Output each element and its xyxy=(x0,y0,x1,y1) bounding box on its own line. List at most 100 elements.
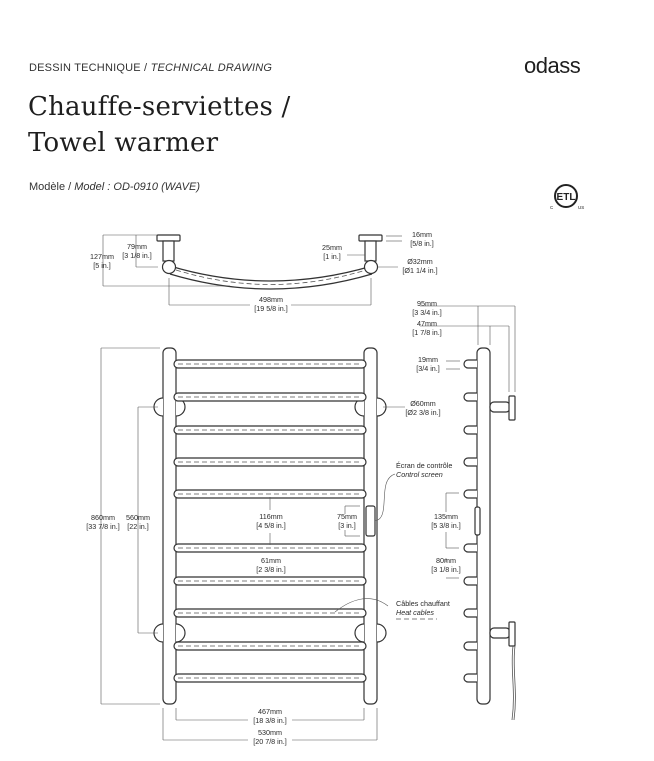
side-bar-gap-in: [3 1/8 in.] xyxy=(431,565,461,574)
model-label-en: Model : OD-0910 (WAVE) xyxy=(74,181,200,193)
etl-certification-icon: ETL C US xyxy=(550,184,584,210)
page-title: Chauffe-serviettes / Towel warmer xyxy=(28,89,291,161)
bar-gap-large-in: [4 5/8 in.] xyxy=(256,521,286,530)
tube-diameter-mm: Ø32mm xyxy=(407,257,433,266)
svg-text:US: US xyxy=(578,205,584,210)
top-left-flange xyxy=(156,234,181,242)
brand-logo: odass xyxy=(524,53,581,79)
towel-bar xyxy=(173,673,367,683)
wave-bar-inner xyxy=(169,273,373,290)
top-offset-in: [3 1/8 in.] xyxy=(122,251,152,260)
control-callout-leader xyxy=(374,473,396,522)
towel-bar xyxy=(173,359,367,369)
side-depth-in: [3 3/4 in.] xyxy=(412,308,442,317)
side-view: 95mm [3 3/4 in.] 47mm [1 7/8 in.] 19mm [… xyxy=(412,299,516,721)
left-rail xyxy=(162,347,177,705)
rail-offset-in: [1 7/8 in.] xyxy=(412,328,442,337)
span-in: [19 5/8 in.] xyxy=(254,304,288,313)
top-right-tube xyxy=(363,259,379,275)
side-control-screen xyxy=(474,506,481,536)
top-left-standoff xyxy=(162,240,175,262)
model-label-fr: Modèle / xyxy=(29,181,72,193)
control-screen xyxy=(365,505,376,537)
towel-bar xyxy=(173,576,367,586)
wave-bar-cable xyxy=(175,269,367,285)
flange-in: [5/8 in.] xyxy=(410,239,434,248)
mount-diameter-in: [Ø2 3/8 in.] xyxy=(405,408,440,417)
drawing-type-en: TECHNICAL DRAWING xyxy=(150,62,273,74)
side-bar-stub xyxy=(463,673,477,683)
towel-bar xyxy=(173,641,367,651)
towel-bar xyxy=(173,425,367,435)
standoff-mm: 25mm xyxy=(322,243,342,252)
side-bar-gap-mm: 80mm xyxy=(436,556,456,565)
outer-width-in: [20 7/8 in.] xyxy=(253,737,287,746)
control-height-in: [3 in.] xyxy=(338,521,356,530)
standoff-in: [1 in.] xyxy=(323,252,341,261)
power-cord xyxy=(511,645,514,721)
towel-bar xyxy=(173,608,367,618)
title-line-fr: Chauffe-serviettes / xyxy=(28,92,291,122)
side-bar-stub xyxy=(463,457,477,467)
svg-text:ETL: ETL xyxy=(557,192,576,203)
rail-offset-mm: 47mm xyxy=(417,319,437,328)
control-length-in: [5 3/8 in.] xyxy=(431,521,461,530)
drawing-type-label: DESSIN TECHNIQUE / TECHNICAL DRAWING xyxy=(29,62,272,74)
mount-spacing-in: [22 in.] xyxy=(127,522,149,531)
side-bars xyxy=(463,359,477,683)
cable-callout-leader xyxy=(334,598,389,613)
control-callout-en: Control screen xyxy=(396,470,443,479)
control-length-mm: 135mm xyxy=(434,512,458,521)
side-lower-standoff xyxy=(489,627,511,639)
model-label: Modèle / Model : OD-0910 (WAVE) xyxy=(29,181,200,193)
mount-right-lower-outer xyxy=(376,623,387,643)
height-total-in: [33 7/8 in.] xyxy=(86,522,120,531)
inner-width-in: [18 3/8 in.] xyxy=(253,716,287,725)
side-lower-flange xyxy=(508,621,516,647)
inner-width-mm: 467mm xyxy=(258,707,282,716)
front-view: 860mm [33 7/8 in.] 560mm [22 in.] 116mm … xyxy=(86,347,452,746)
towel-bar xyxy=(173,543,367,553)
bar-gap-small-in: [2 3/8 in.] xyxy=(256,565,286,574)
top-left-tube xyxy=(161,259,177,275)
towel-bar xyxy=(173,392,367,402)
front-bars xyxy=(173,359,367,683)
side-bar-stub xyxy=(463,641,477,651)
side-bar-stub xyxy=(463,392,477,402)
mount-right-lower-inner xyxy=(354,623,365,643)
mount-diameter-mm: Ø60mm xyxy=(410,399,436,408)
side-bar-stub xyxy=(463,608,477,618)
top-right-standoff xyxy=(364,240,377,262)
side-upper-standoff xyxy=(489,401,511,413)
top-view: 127mm [5 in.] 79mm [3 1/8 in.] 25mm [1 i… xyxy=(90,230,438,313)
top-depth-mm: 127mm xyxy=(90,252,114,261)
top-offset-mm: 79mm xyxy=(127,242,147,251)
side-upper-flange xyxy=(508,395,516,421)
bar-protrusion-mm: 19mm xyxy=(418,355,438,364)
svg-text:C: C xyxy=(550,205,554,210)
span-mm: 498mm xyxy=(259,295,283,304)
brand-logo-text: odass xyxy=(524,53,581,78)
side-bar-stub xyxy=(463,489,477,499)
side-bar-stub xyxy=(463,576,477,586)
top-right-flange xyxy=(358,234,383,242)
side-bar-stub xyxy=(463,543,477,553)
towel-bar xyxy=(173,489,367,499)
control-height-mm: 75mm xyxy=(337,512,357,521)
bar-gap-small-mm: 61mm xyxy=(261,556,281,565)
top-depth-in: [5 in.] xyxy=(93,261,111,270)
side-bar-stub xyxy=(463,425,477,435)
drawing-type-fr: DESSIN TECHNIQUE / xyxy=(29,62,148,74)
bar-gap-large-mm: 116mm xyxy=(259,512,282,521)
wave-bar-outer xyxy=(169,265,373,282)
outer-width-mm: 530mm xyxy=(258,728,282,737)
cable-callout-fr: Câbles chauffant xyxy=(396,599,450,608)
cable-callout-en: Heat cables xyxy=(396,608,434,617)
side-depth-mm: 95mm xyxy=(417,299,437,308)
height-total-mm: 860mm xyxy=(91,513,115,522)
side-bar-stub xyxy=(463,359,477,369)
bar-protrusion-in: [3/4 in.] xyxy=(416,364,440,373)
mount-spacing-mm: 560mm xyxy=(126,513,150,522)
mount-left-lower-inner xyxy=(175,623,186,643)
